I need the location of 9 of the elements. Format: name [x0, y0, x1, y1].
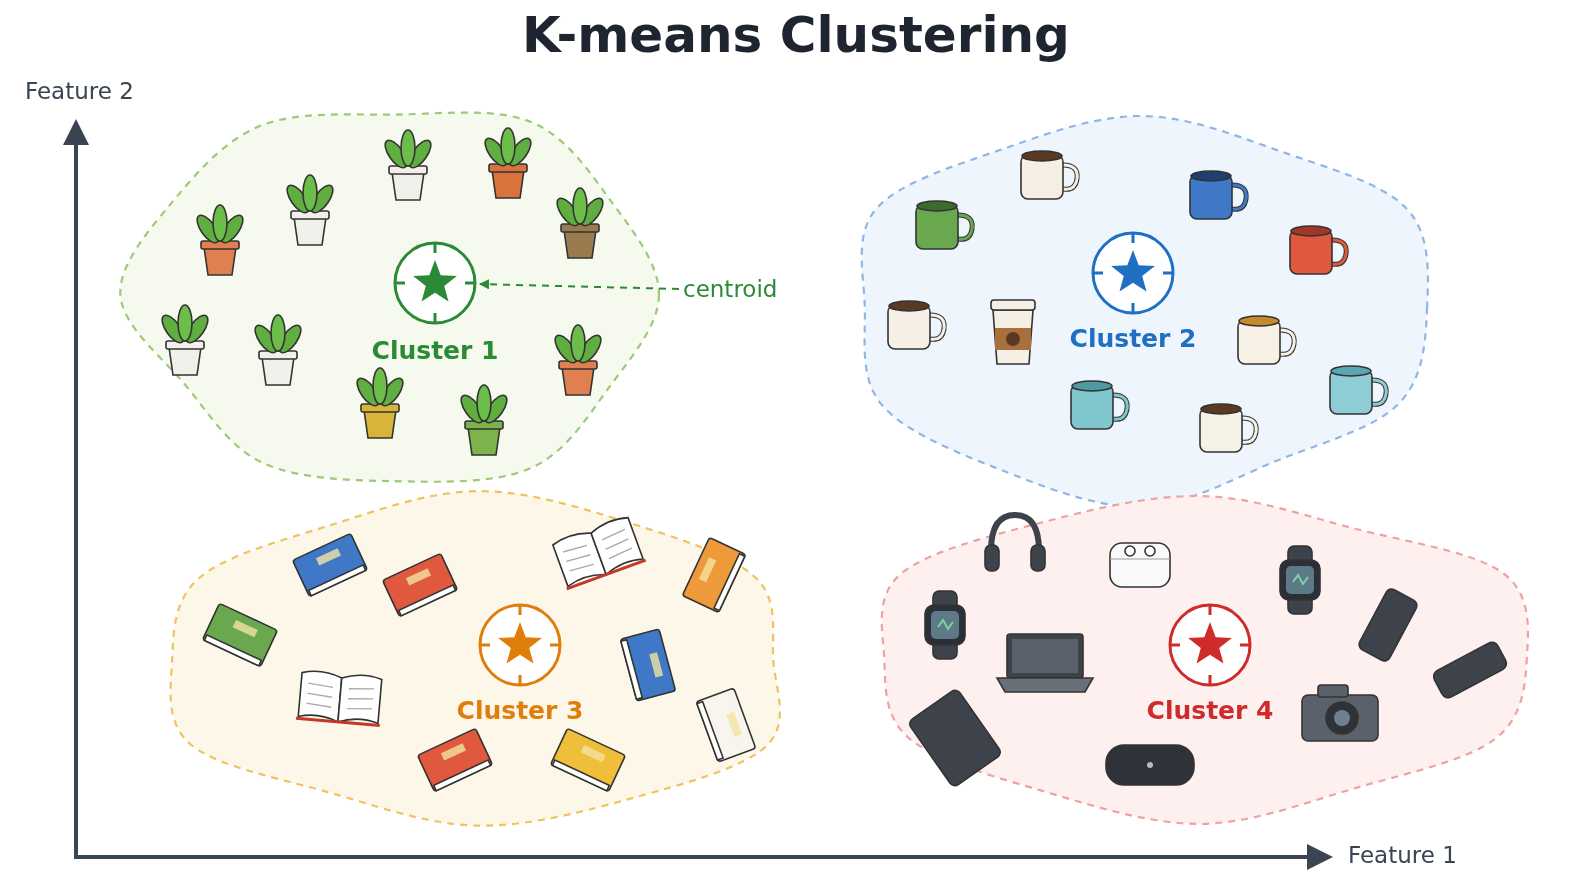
callout-text: centroid — [683, 276, 778, 302]
cluster-label: Cluster 1 — [370, 336, 500, 365]
cluster-label: Cluster 4 — [1145, 696, 1275, 725]
axis-label: Feature 1 — [1348, 842, 1457, 868]
cluster-label: Cluster 2 — [1068, 324, 1198, 353]
title: K-means Clustering — [521, 6, 1071, 64]
leader-line — [479, 279, 680, 290]
cluster-label: Cluster 3 — [455, 696, 585, 725]
axis-label: Feature 2 — [25, 78, 134, 104]
